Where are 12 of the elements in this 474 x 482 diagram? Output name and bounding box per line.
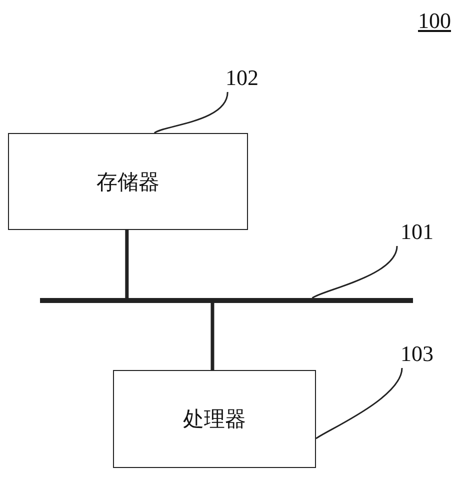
figure-number: 100 — [418, 8, 451, 34]
callout-number: 101 — [392, 218, 442, 246]
leader-line — [154, 92, 228, 134]
bus-bar — [40, 298, 413, 303]
component-box: 存储器 — [8, 133, 248, 230]
callout-number: 103 — [392, 340, 442, 368]
component-box: 处理器 — [113, 370, 316, 468]
callout-number: 102 — [218, 64, 266, 92]
connector-line — [210, 303, 214, 370]
leader-line — [312, 246, 398, 299]
leader-line — [316, 368, 403, 440]
connector-line — [125, 230, 129, 298]
